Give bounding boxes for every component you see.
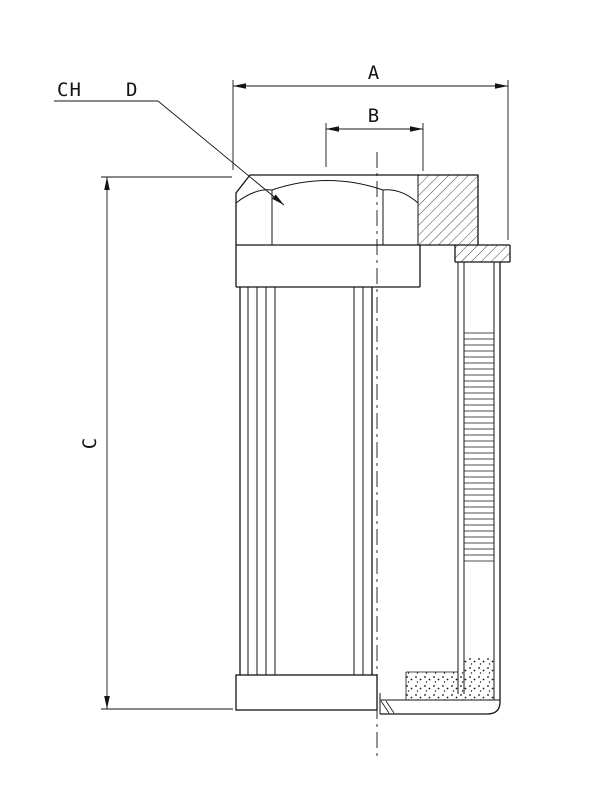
bowl-flange-step [454, 245, 511, 263]
dimension-c: C [79, 176, 233, 710]
arrowhead-top [104, 177, 110, 190]
dimension-a: A [232, 62, 509, 240]
hex-chamfer-arc-middle [271, 180, 384, 191]
stipple-fill-left [406, 672, 464, 700]
arrowhead-bottom [104, 696, 110, 709]
dimension-c-label: C [79, 437, 101, 449]
bottom-end-cap [235, 674, 378, 711]
arrowhead-left [233, 83, 246, 89]
dimension-b-label: B [368, 105, 380, 127]
arrowhead-right [495, 83, 508, 89]
arrowhead-right [410, 126, 423, 132]
dimension-b: B [325, 105, 424, 171]
step-hatch [455, 245, 510, 262]
bowl-tube [379, 262, 501, 715]
hex-chamfer-arc-right [382, 189, 419, 204]
leader-arrowhead [272, 194, 284, 205]
leader-line [157, 100, 285, 206]
mesh-screen [464, 330, 494, 565]
stipple-fill-tube [464, 656, 494, 700]
callout-ch-d: CH D [54, 79, 285, 206]
foot-end-hatch-tick [385, 700, 395, 714]
filter-element-body [239, 287, 373, 675]
arrowhead-left [326, 126, 339, 132]
hex-head [235, 174, 479, 245]
callout-ch-label: CH [57, 79, 82, 101]
dimension-a-label: A [368, 62, 380, 84]
foot-end-hatch-tick [380, 700, 390, 714]
media-stipple [405, 656, 494, 700]
tube-outer-wall-and-foot [380, 262, 501, 715]
callout-d-label: D [126, 79, 138, 101]
hex-chamfer-arc-left [235, 189, 273, 204]
head-section-hatch [418, 175, 478, 245]
